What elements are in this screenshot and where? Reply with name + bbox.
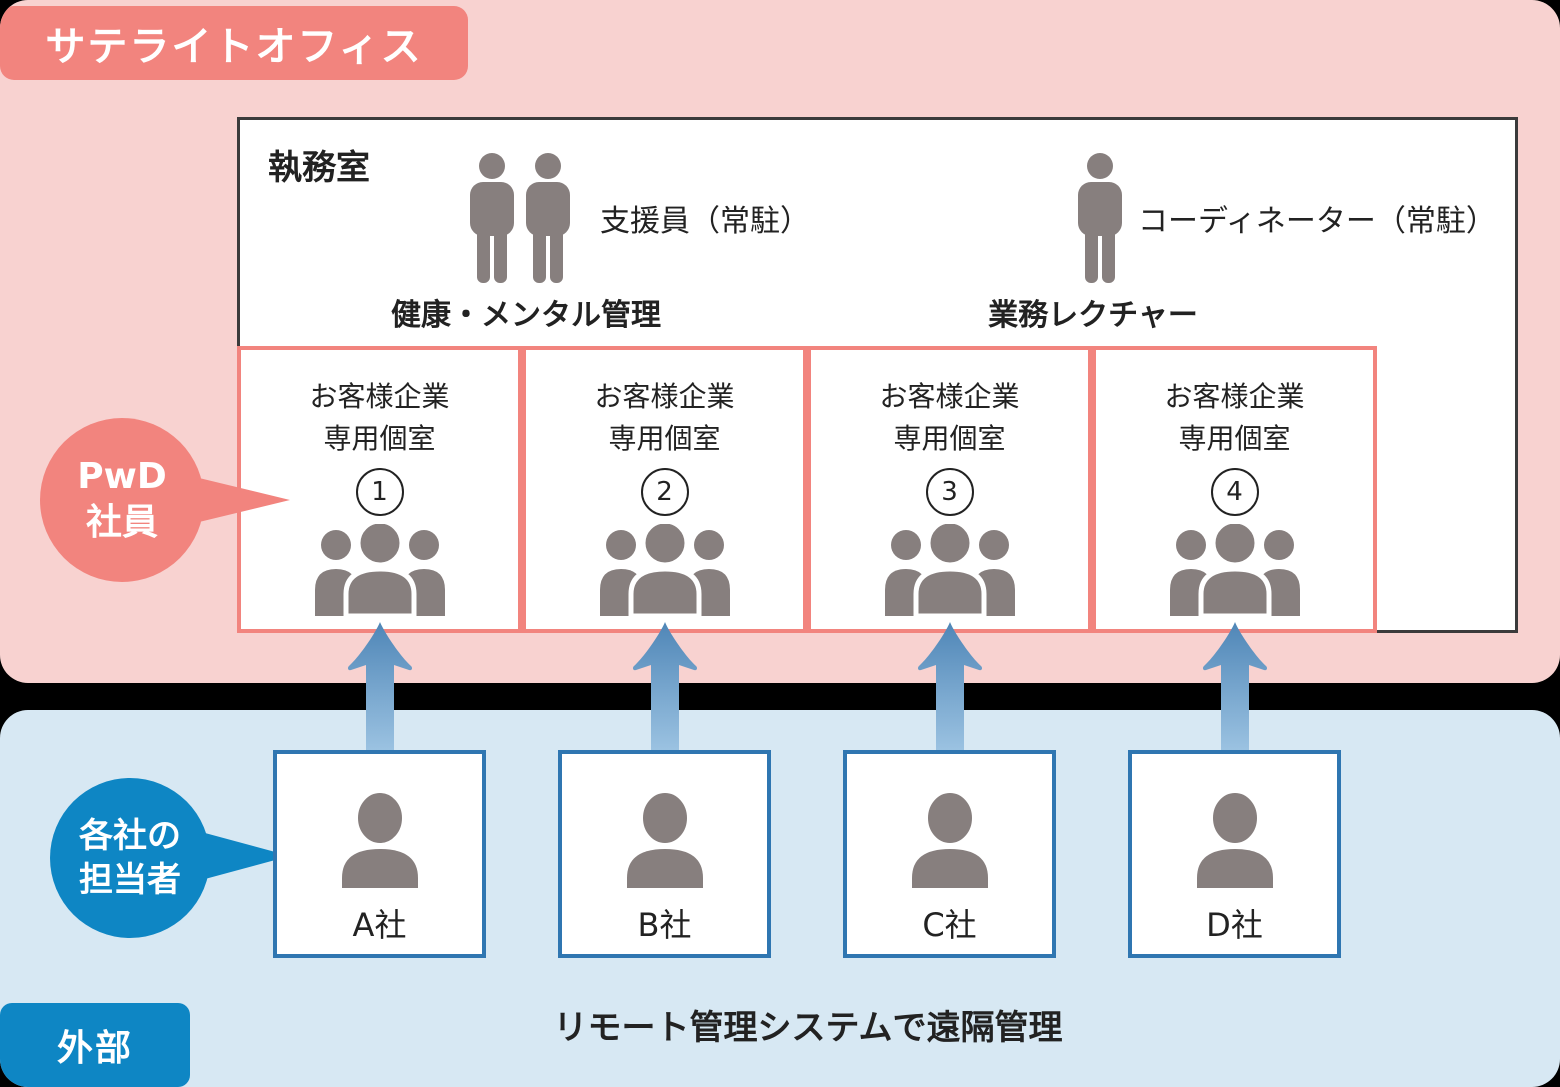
room-line2: 専用個室: [608, 422, 721, 455]
room-line1: お客様企業: [309, 380, 450, 413]
private-room-1: お客様企業 専用個室 1: [237, 346, 522, 633]
person-icon: [341, 792, 418, 888]
employee-group-icon: [1169, 518, 1300, 619]
private-room-2: お客様企業 専用個室 2: [522, 346, 807, 633]
satellite-office-badge-label: サテライトオフィス: [45, 24, 423, 70]
room-line1: お客様企業: [594, 380, 735, 413]
private-rooms-row: お客様企業 専用個室 1: [237, 346, 1377, 633]
company-box-c: C社: [843, 750, 1056, 958]
company-box-d: D社: [1128, 750, 1341, 958]
room-line1: お客様企業: [879, 380, 1020, 413]
coordinator-label: コーディネーター（常駐）: [1138, 204, 1496, 239]
pwd-bubble-line1: PwD: [77, 456, 167, 497]
person-icon: [911, 792, 988, 888]
room-line2: 専用個室: [893, 422, 1006, 455]
person-icon: [626, 792, 703, 888]
support-person-icon: [470, 153, 514, 283]
room-line2: 専用個室: [323, 422, 436, 455]
employee-group-icon: [314, 518, 445, 619]
office-room-box: 執務室 支援員（常駐） 健康・メンタル管理: [237, 117, 1518, 633]
support-staff-caption: 健康・メンタル管理: [391, 298, 661, 333]
employee-group-icon: [884, 518, 1015, 619]
up-arrow-icon: [917, 622, 983, 752]
company-label: B社: [637, 906, 692, 944]
up-arrow-icon: [347, 622, 413, 752]
private-room-4: お客様企業 専用個室 4: [1092, 346, 1377, 633]
room-line2: 専用個室: [1178, 422, 1291, 455]
support-person-icon: [526, 153, 570, 283]
company-staff-bubble: 各社の 担当者: [50, 778, 210, 938]
pwd-bubble-line2: 社員: [85, 502, 158, 543]
staff-bubble-line2: 担当者: [79, 860, 181, 900]
satellite-office-badge: サテライトオフィス: [0, 6, 468, 80]
staff-bubble-line1: 各社の: [79, 816, 181, 856]
company-label: C社: [922, 906, 977, 944]
office-room-title: 執務室: [268, 148, 370, 188]
company-label: A社: [352, 906, 407, 944]
support-staff-icons: [470, 153, 570, 283]
employee-group-icon: [599, 518, 730, 619]
room-number: 3: [925, 468, 974, 516]
room-number: 2: [640, 468, 689, 516]
external-badge-label: 外部: [56, 1028, 133, 1069]
remote-management-note: リモート管理システムで遠隔管理: [553, 1008, 1063, 1048]
up-arrow-icon: [632, 622, 698, 752]
pwd-employees-bubble: PwD 社員: [40, 418, 204, 582]
private-room-3: お客様企業 専用個室 3: [807, 346, 1092, 633]
room-line1: お客様企業: [1164, 380, 1305, 413]
up-arrow-icon: [1202, 622, 1268, 752]
room-number: 1: [355, 468, 404, 516]
person-icon: [1196, 792, 1273, 888]
support-staff-label: 支援員（常駐）: [600, 204, 810, 239]
coordinator-caption: 業務レクチャー: [988, 298, 1198, 333]
company-label: D社: [1206, 906, 1263, 944]
external-badge: 外部: [0, 1003, 190, 1087]
company-box-b: B社: [558, 750, 771, 958]
coordinator-person-icon: [1078, 153, 1122, 283]
company-box-a: A社: [273, 750, 486, 958]
room-number: 4: [1210, 468, 1259, 516]
